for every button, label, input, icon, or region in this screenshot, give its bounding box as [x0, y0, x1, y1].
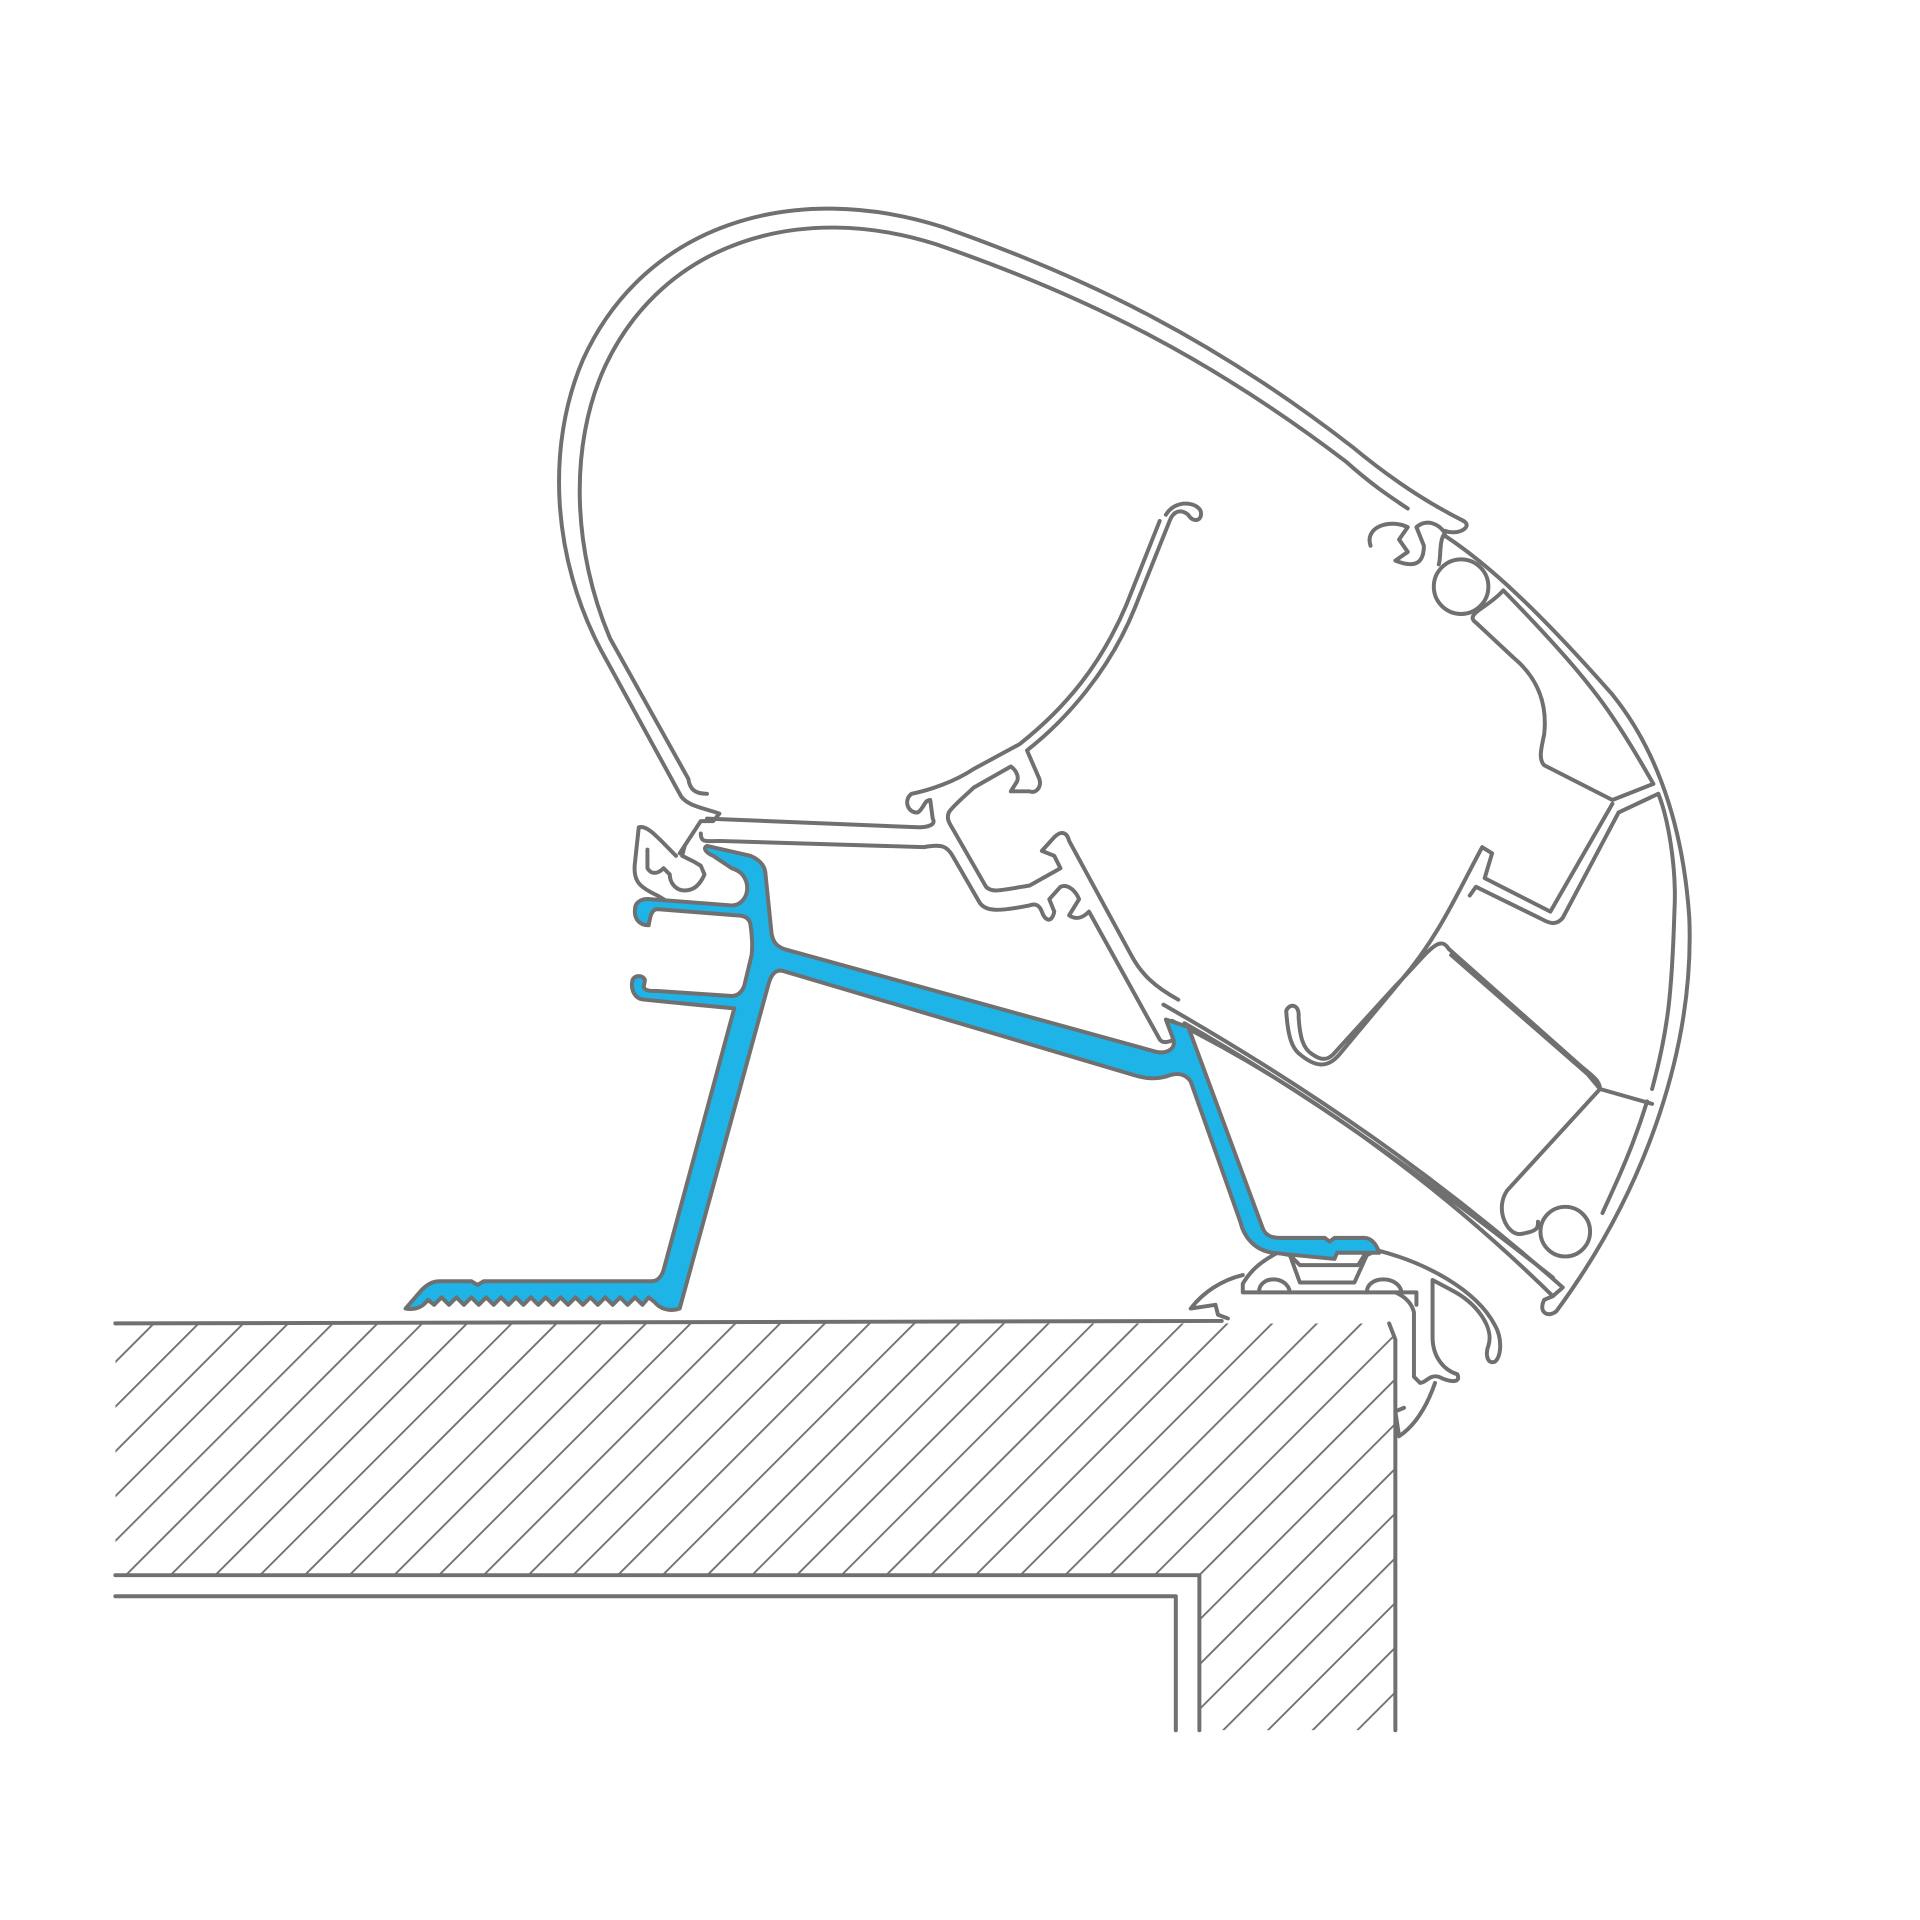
internal-rib-1 [1470, 588, 1656, 802]
rail-drip-lip [1393, 1380, 1438, 1439]
roof-inner-line [113, 1594, 1178, 1733]
housing-right-inner [1502, 589, 1677, 1216]
adapter-profile-highlight [403, 843, 1382, 1312]
roller-tube-inner [698, 518, 1178, 1045]
roof-rail [1188, 1248, 1503, 1439]
housing-front-lip-inner [1182, 1021, 1555, 1280]
screw-channel-bottom [1538, 1204, 1593, 1259]
internal-rib-2 [1467, 791, 1661, 926]
roller-tube-mount [945, 501, 1203, 1002]
housing-top-hook [1367, 518, 1469, 567]
roof-hatching [115, 1323, 1396, 1731]
rail-bead-right [1364, 1277, 1404, 1295]
roof-outline [113, 1318, 1398, 1733]
vehicle-roof-section [113, 1318, 1398, 1733]
housing-inner-shell [577, 225, 1410, 796]
rail-base [1240, 1248, 1419, 1307]
screw-channel-top [1431, 557, 1491, 616]
internal-rib-3 [1284, 801, 1655, 1106]
awning-housing [557, 206, 1692, 1317]
rail-end-cap [1188, 1248, 1503, 1385]
clamp-hooks [632, 825, 707, 905]
housing-right-outer [1442, 533, 1692, 1317]
internal-rib-4 [1449, 953, 1602, 1237]
rail-slot [1287, 1253, 1367, 1268]
rail-bead-left [1256, 1277, 1292, 1295]
housing-outer-shell [557, 206, 1466, 856]
